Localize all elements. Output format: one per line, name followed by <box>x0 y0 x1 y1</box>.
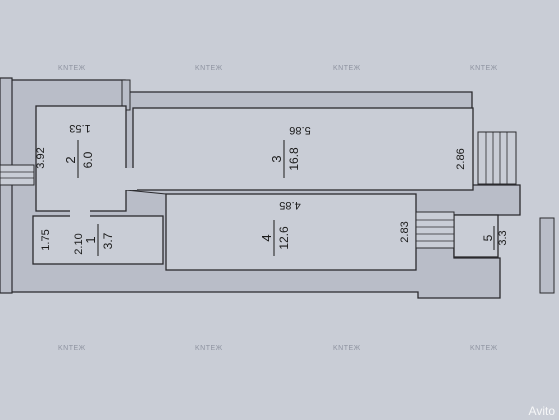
watermark: KNTEЖ <box>58 345 86 352</box>
site-badge: Avito <box>528 404 555 418</box>
room-5-area: 3.3 <box>497 230 509 245</box>
watermark: KNTEЖ <box>470 345 498 352</box>
stair-top-right <box>477 131 517 185</box>
room-3-number: 3 <box>269 155 284 162</box>
watermark: KNTEЖ <box>333 345 361 352</box>
room-2-width: 1.53 <box>69 122 90 134</box>
room-3-width: 5.86 <box>289 124 310 136</box>
wall-lower-right <box>539 217 555 294</box>
room-4-number: 4 <box>259 234 274 241</box>
room-3 <box>132 107 474 191</box>
room-2-length: 3.92 <box>35 147 47 168</box>
partition-wall <box>125 189 167 195</box>
watermark: KNTEЖ <box>195 345 223 352</box>
room-3-length: 2.86 <box>455 148 467 169</box>
room-2-number: 2 <box>63 156 78 163</box>
room-5-number: 5 <box>481 234 495 241</box>
room-4-area: 12.6 <box>277 226 291 250</box>
left-opening <box>0 164 35 186</box>
watermark: KNTEЖ <box>333 65 361 72</box>
room-5 <box>453 214 499 258</box>
room-2-area: 6.0 <box>81 151 95 168</box>
room-4 <box>165 193 417 271</box>
door-gap <box>70 206 90 218</box>
watermark: KNTEЖ <box>58 65 86 72</box>
room-2 <box>35 105 127 212</box>
room-1-length: 2.10 <box>73 233 85 254</box>
room-3-area: 16.8 <box>287 147 301 171</box>
watermark: KNTEЖ <box>195 65 223 72</box>
room-1-width: 1.75 <box>40 229 52 250</box>
room-1-number: 1 <box>83 236 98 243</box>
door-gap <box>123 168 137 190</box>
watermark: KNTEЖ <box>470 65 498 72</box>
room-1-area: 3.7 <box>101 232 115 249</box>
stair-entry <box>415 211 455 249</box>
room-4-length: 2.83 <box>399 221 411 242</box>
room-4-width: 4.85 <box>279 199 300 211</box>
